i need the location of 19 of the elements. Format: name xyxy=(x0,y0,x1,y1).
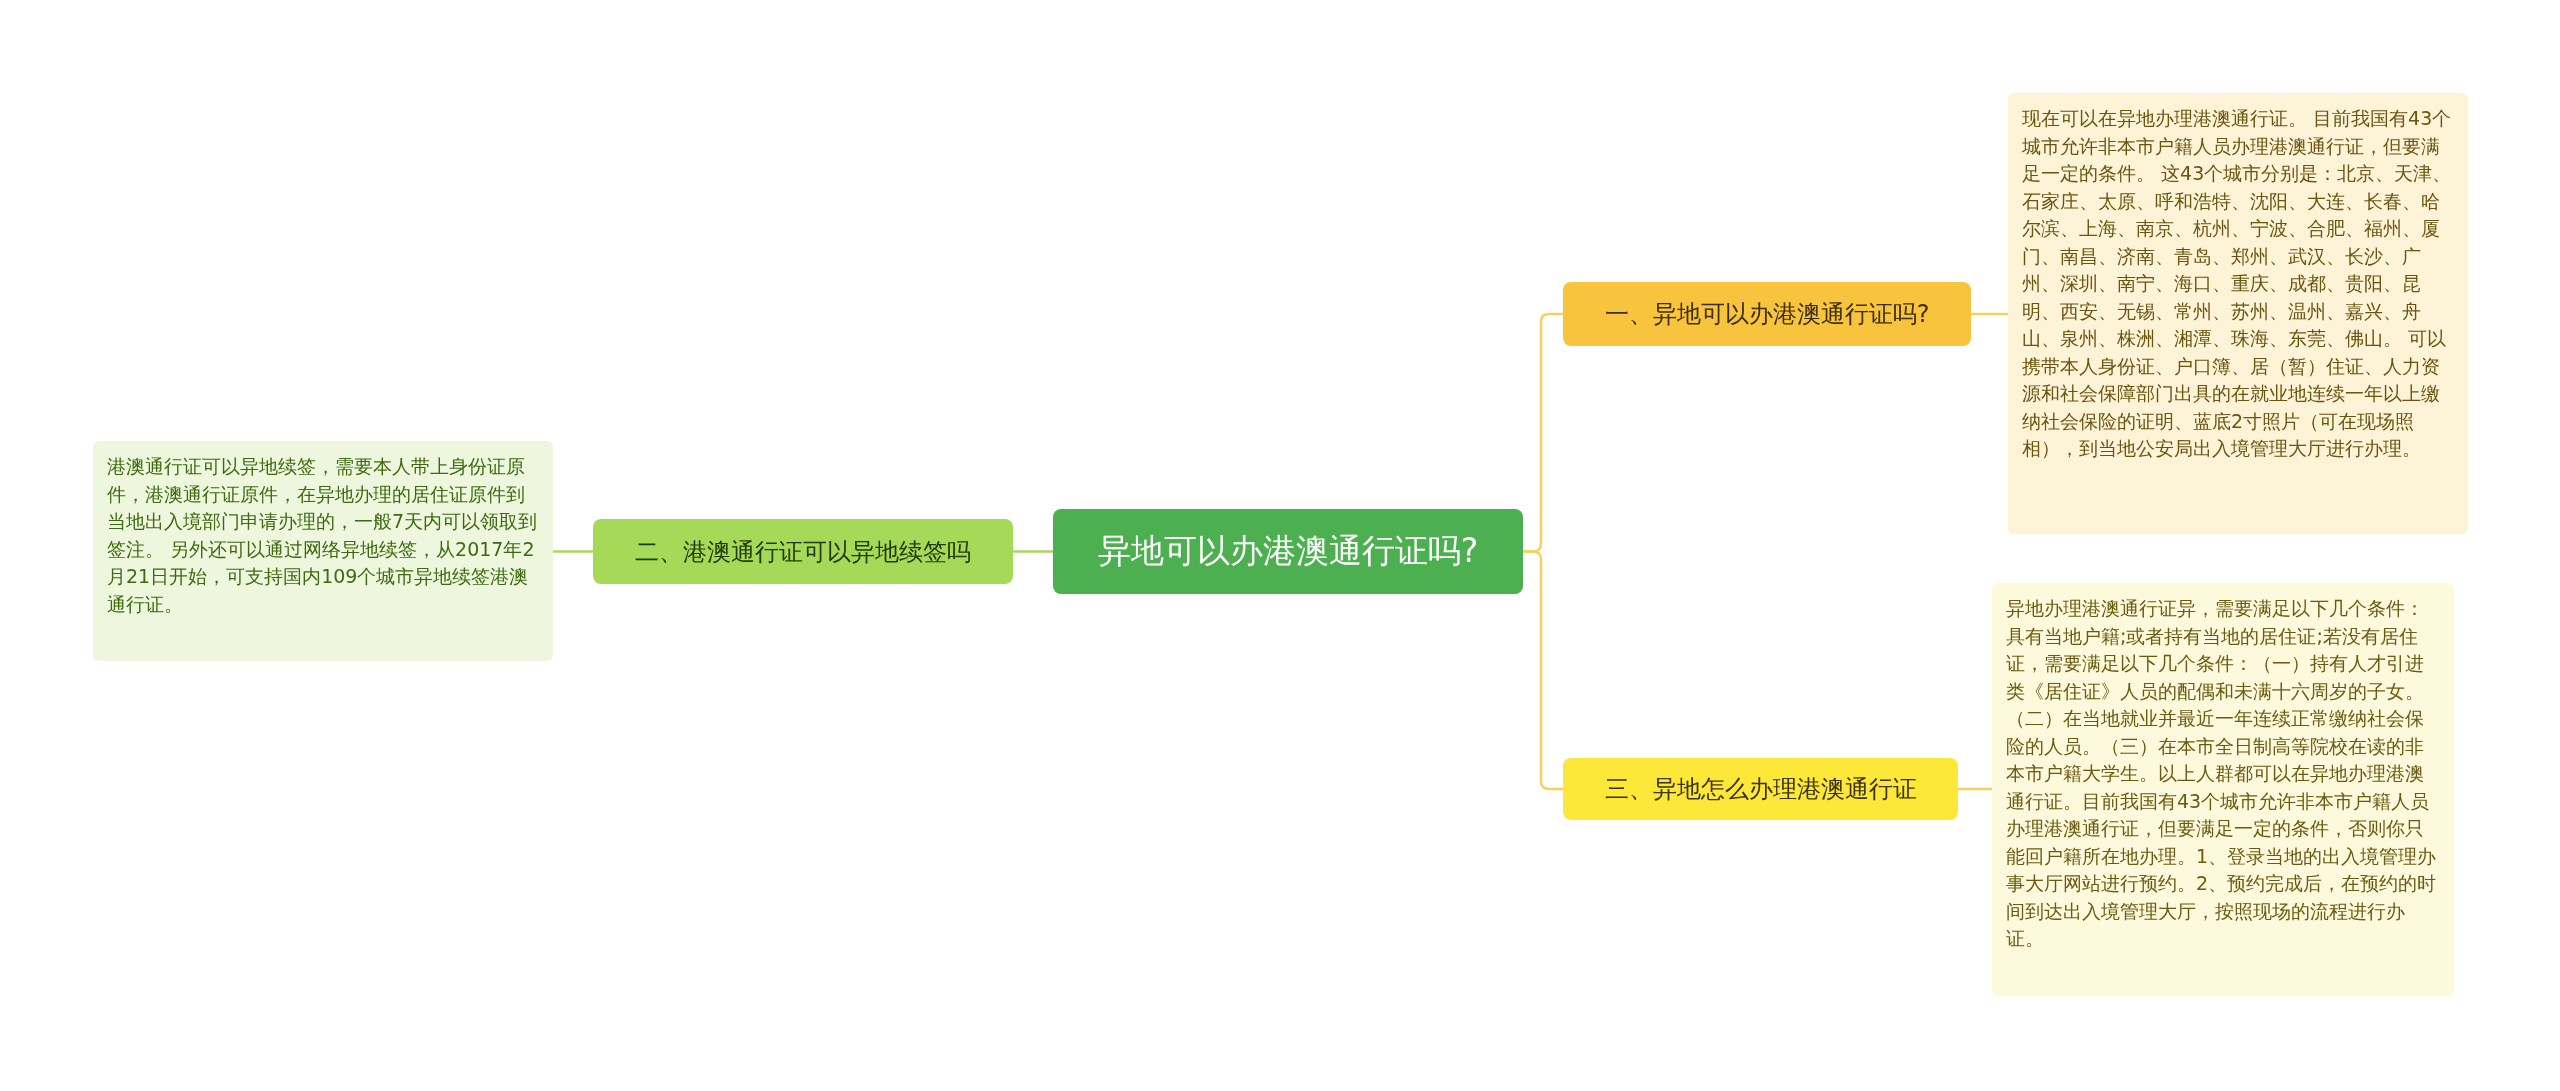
topic-text: 一、异地可以办港澳通行证吗? xyxy=(1604,299,1930,330)
topic-box xyxy=(1563,282,1971,346)
connector-line xyxy=(1958,787,1992,791)
topic-text: 三、异地怎么办理港澳通行证 xyxy=(1604,774,1917,805)
connector-line xyxy=(553,550,593,553)
connector-line xyxy=(1013,550,1053,553)
topic-text: 二、港澳通行证可以异地续签吗 xyxy=(635,536,971,568)
topic-box xyxy=(593,519,1013,584)
note-box xyxy=(93,441,553,661)
note-text: 港澳通行证可以异地续签，需要本人带上身份证原件，港澳通行证原件，在异地办理的居住证原件到当地出入境部门申请办理的，一般7天内可以领取到签注。 另外还可以通过网络异地续签，从2017年2月21日开始，可支持国内109个城市异地续签港澳通行证。 xyxy=(107,454,539,617)
note-text: 现在可以在异地办理港澳通行证。 目前我国有43个城市允许非本市户籍人员办理港澳通行证，但要满足一定的条件。 这43个城市分别是：北京、天津、石家庄、太原、呼和浩特、沈阳、大连、长春、哈尔滨、上海、南京、杭州、宁波、合肥、福州、厦门、南昌、济南、青岛、郑州、武汉、长沙、广州、深圳、南宁、海口、重庆、成都、贵阳、昆明、西安、无锡、常州、苏州、温州、嘉兴、舟山、泉州、株洲、湘潭、珠海、东莞、佛山。 可以携带本人身份证、户口簿、居（暂）住证、人力资源和社会保障部门出具的在就业地连续一年以上缴纳社会保险的证明、蓝底2寸照片（可在现场照相），到当地公安局出入境管理大厅进行办理。 xyxy=(2022,106,2453,461)
topic-box xyxy=(1563,758,1958,820)
topic-text: 异地可以办港澳通行证吗? xyxy=(1097,530,1479,572)
note-text: 异地办理港澳通行证异，需要满足以下几个条件：具有当地户籍;或者持有当地的居住证;若没有居住证，需要满足以下几个条件：（一）持有人才引进类《居住证》人员的配偶和未满十六周岁的子女。（二）在当地就业并最近一年连续正常缴纳社会保险的人员。（三）在本市全日制高等院校在读的非本市户籍大学生。以上人群都可以在异地办理港澳通行证。目前我国有43个城市允许非本市户籍人员办理港澳通行证，但要满足一定的条件，否则你只能回户籍所在地办理。1、登录当地的出入境管理办事大厅网站进行预约。2、预约完成后，在预约的时间到达出入境管理大厅，按照现场的流程进行办证。 xyxy=(2006,596,2438,951)
root-topic-box xyxy=(1053,509,1523,594)
note-box xyxy=(1992,583,2454,996)
connector-line xyxy=(1523,550,1563,791)
note-box xyxy=(2008,93,2468,534)
connector-line xyxy=(1971,312,2008,316)
